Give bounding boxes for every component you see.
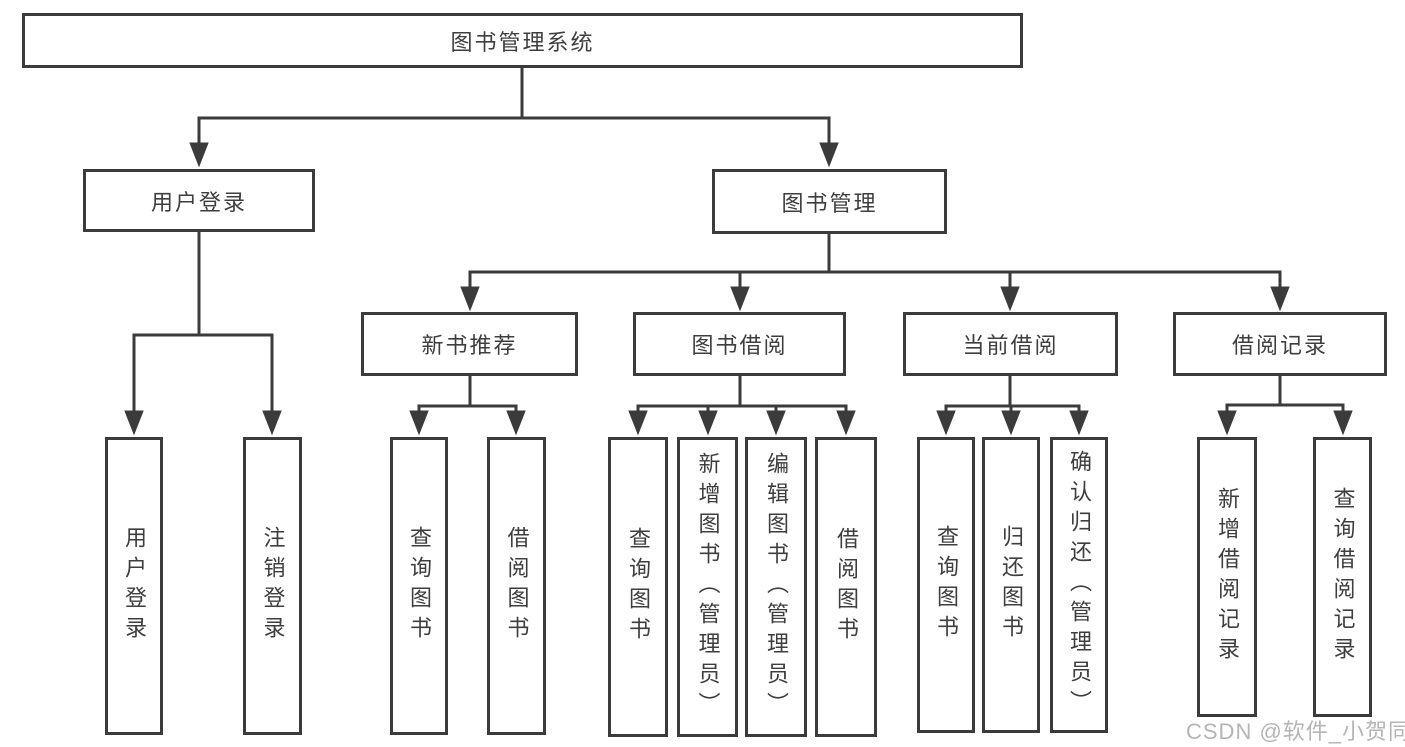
node-book-borrow: 图书借阅 [633,312,846,376]
node-add-books-admin: 新增图书（管理员） [677,437,738,737]
connector-bookmgmt-sections [460,233,1290,312]
node-book-management: 图书管理 [712,169,947,234]
node-add-borrow-record: 新增借阅记录 [1197,437,1257,717]
node-logout-leaf: 注销登录 [243,437,302,735]
connector-userlogin-children [124,231,282,436]
node-edit-books-admin: 编辑图书（管理员） [745,437,807,737]
connector-root-to-level2 [189,68,839,168]
node-query-books-1: 查询图书 [390,437,448,735]
connector-newbooks-children [409,376,526,436]
connector-current-children [936,376,1089,436]
node-borrow-books-2: 借阅图书 [815,437,877,737]
watermark-text: CSDN @软件_小贺同学 [1186,719,1405,744]
node-confirm-return-admin: 确认归还（管理员） [1050,437,1108,733]
node-current-borrow: 当前借阅 [903,312,1118,376]
node-user-login-leaf: 用户登录 [105,437,163,735]
node-user-login: 用户登录 [83,169,315,232]
node-new-book-recommend: 新书推荐 [361,312,578,376]
node-borrow-books-1: 借阅图书 [487,437,546,735]
node-query-books-3: 查询图书 [917,437,975,733]
node-query-borrow-record: 查询借阅记录 [1313,437,1372,717]
node-query-books-2: 查询图书 [608,437,668,737]
connector-borrow-children [628,376,856,436]
node-borrow-records: 借阅记录 [1173,312,1387,376]
connector-records-children [1217,376,1353,436]
node-root: 图书管理系统 [22,13,1023,68]
node-return-books: 归还图书 [982,437,1040,733]
